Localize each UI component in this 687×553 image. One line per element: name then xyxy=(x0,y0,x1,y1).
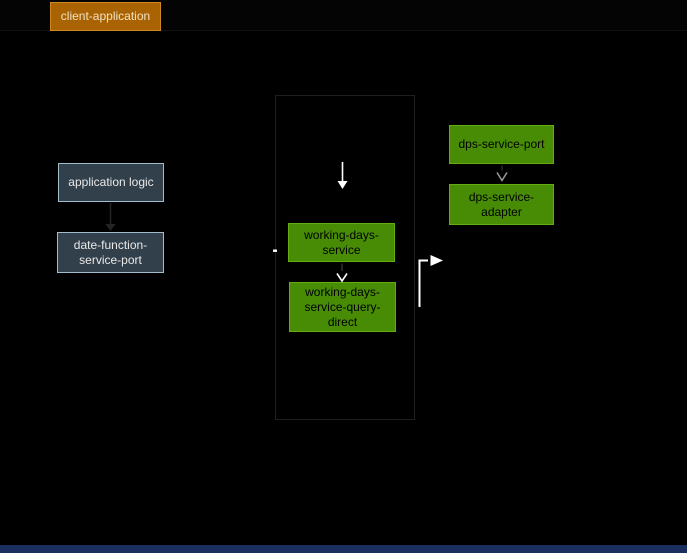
system-boundary-container[interactable] xyxy=(275,95,415,420)
arrow-application-logic-to-date-port-icon xyxy=(105,203,116,231)
node-working-days-service-label: working-days-service xyxy=(304,227,379,257)
node-dps-service-port[interactable]: dps-service-port xyxy=(449,125,554,164)
arrow-dps-port-to-adapter-icon xyxy=(496,165,508,182)
node-date-function-service-port-label: date-function-service-port xyxy=(73,237,148,267)
node-application-logic-label: application logic xyxy=(68,175,154,189)
node-working-days-service[interactable]: working-days-service xyxy=(288,223,395,262)
node-dps-service-adapter[interactable]: dps-service-adapter xyxy=(449,184,554,225)
bottom-taskbar-strip xyxy=(0,545,687,553)
node-application-logic[interactable]: application logic xyxy=(58,163,164,202)
node-date-function-service-port[interactable]: date-function-service-port xyxy=(57,232,164,273)
node-dps-service-adapter-label: dps-service-adapter xyxy=(468,189,535,219)
arrow-elbow-right-icon xyxy=(418,255,443,307)
node-client-application[interactable]: client-application xyxy=(50,2,161,31)
node-working-days-service-query-direct-label: working-days-service-query-direct xyxy=(304,284,381,329)
node-client-application-label: client-application xyxy=(60,9,151,23)
node-dps-service-port-label: dps-service-port xyxy=(458,137,545,151)
node-working-days-service-query-direct[interactable]: working-days-service-query-direct xyxy=(289,282,396,332)
